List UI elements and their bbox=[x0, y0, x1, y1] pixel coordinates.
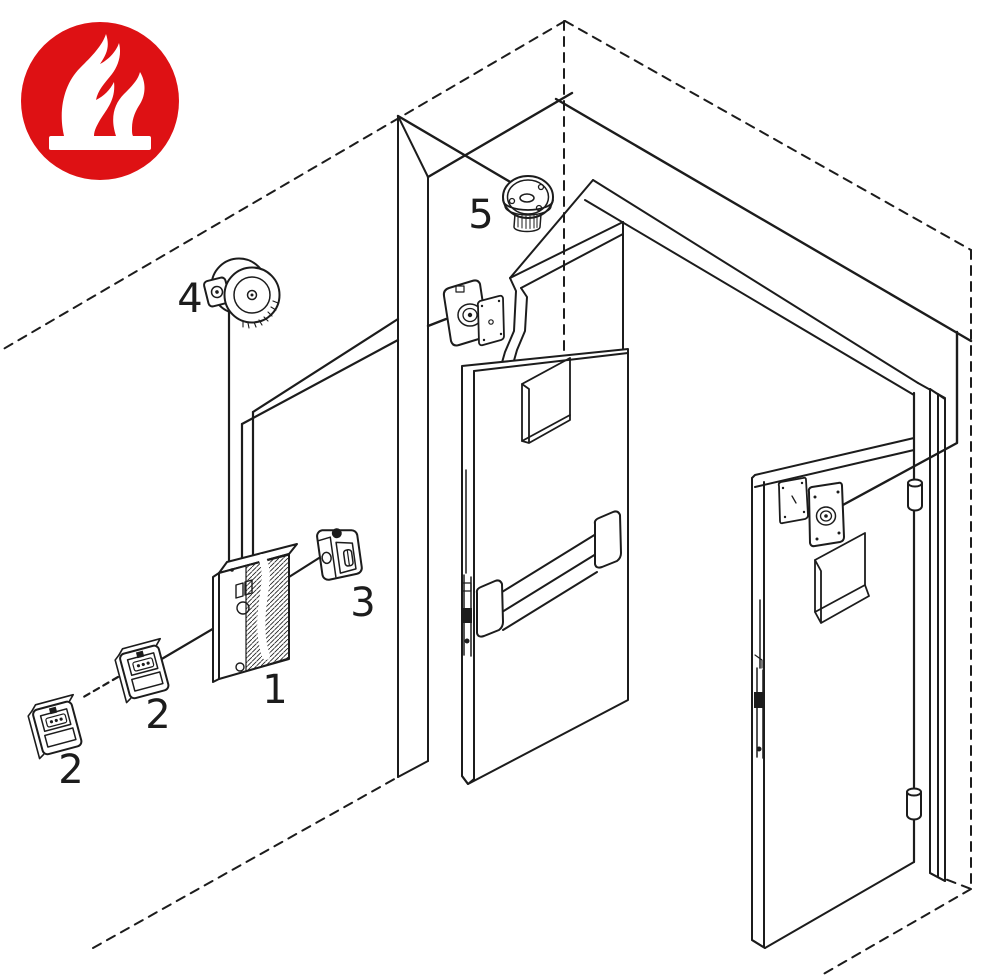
left-door-lock bbox=[461, 469, 472, 657]
alarm-sounder bbox=[203, 257, 281, 329]
smoke-detector bbox=[502, 175, 554, 233]
switch-box bbox=[316, 528, 363, 581]
fire-badge bbox=[21, 22, 179, 180]
wall-edges bbox=[426, 91, 973, 343]
hinge-top bbox=[907, 478, 923, 512]
right-door bbox=[751, 391, 916, 949]
left-door-window bbox=[521, 357, 571, 444]
label-5: 5 bbox=[468, 192, 493, 238]
left-wall-cut bbox=[397, 115, 429, 778]
sounder-ribs bbox=[242, 300, 279, 329]
label-4: 4 bbox=[177, 276, 202, 322]
sounder-bracket bbox=[203, 276, 231, 308]
door-holder-right bbox=[777, 476, 845, 548]
panic-bar bbox=[475, 510, 622, 638]
room-outline-dashed bbox=[0, 20, 972, 976]
right-door-window bbox=[814, 532, 870, 624]
hinge-bottom bbox=[906, 787, 922, 821]
wires-left bbox=[158, 308, 400, 662]
door-frame bbox=[500, 179, 946, 882]
door-holder-left bbox=[442, 279, 505, 347]
control-panel bbox=[212, 543, 298, 683]
label-2a: 2 bbox=[145, 692, 170, 738]
right-door-lock bbox=[754, 599, 764, 759]
label-3: 3 bbox=[350, 580, 375, 626]
label-1: 1 bbox=[262, 667, 287, 713]
fire-flame-icon bbox=[49, 34, 151, 150]
wire-call-points-dashed bbox=[78, 675, 120, 701]
label-2b: 2 bbox=[58, 747, 83, 793]
